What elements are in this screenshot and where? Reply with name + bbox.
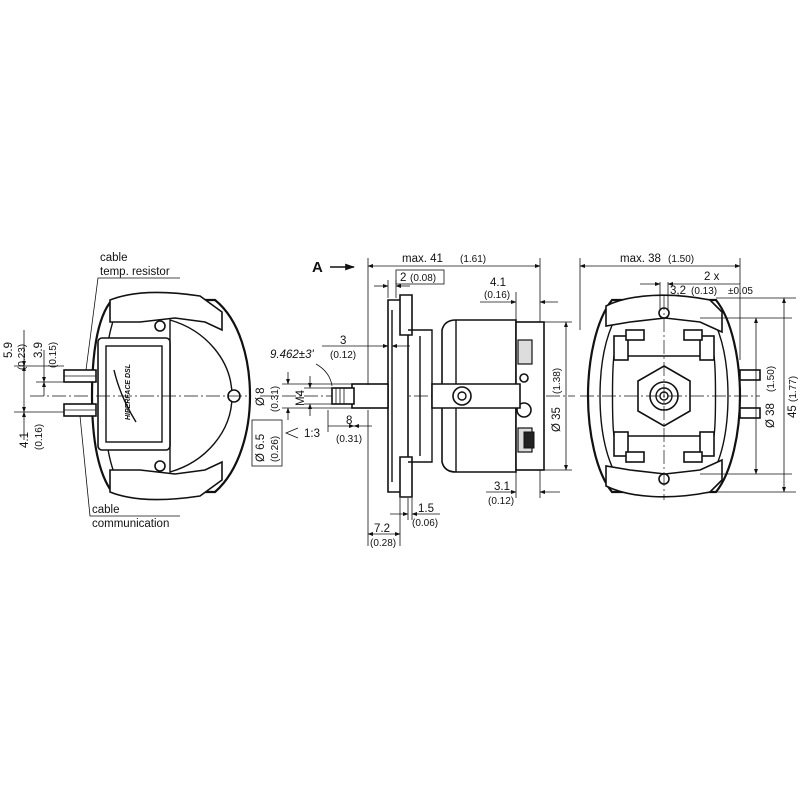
- dim-3-inch: (0.12): [330, 350, 356, 361]
- dim-2: 2: [400, 272, 406, 284]
- dim-dia-6-5-inch: (0.26): [270, 436, 281, 462]
- dim-max-38: max. 38: [620, 253, 661, 265]
- dim-max-41-inch: (1.61): [460, 254, 486, 265]
- rear-view: max. 38 (1.50) 2 x 3,2 (0.13) ±0.05 Ø 38…: [579, 253, 799, 500]
- label-temp-resistor: temp. resistor: [100, 266, 170, 278]
- dim-dia-8: Ø 8: [255, 387, 267, 406]
- dim-3-9: 3.9: [33, 342, 45, 358]
- label-cable-bottom: cable: [92, 504, 120, 516]
- side-view-left: HIPERFACE DSL cable temp. resistor cable…: [3, 252, 252, 530]
- dim-angle: 9.462±3': [270, 349, 314, 361]
- dim-7-2-inch: (0.28): [370, 538, 396, 549]
- dim-dia-35: Ø 35: [551, 407, 563, 432]
- dim-taper: 1:3: [304, 428, 320, 440]
- dim-dia-38-inch: (1.50): [766, 366, 777, 392]
- dim-8-inch: (0.31): [336, 434, 362, 445]
- dim-m4: M4: [295, 389, 307, 406]
- dim-1-5: 1.5: [418, 503, 434, 515]
- front-view: A max. 41 (1.61): [251, 253, 575, 549]
- label-cable-top: cable: [100, 252, 128, 264]
- dim-3: 3: [340, 335, 346, 347]
- dim-4-1: 4.1: [19, 432, 31, 448]
- dim-dia-35-inch: (1.38): [552, 368, 563, 394]
- dim-2x: 2 x: [704, 271, 720, 283]
- dim-dia-6-5: Ø 6.5: [255, 434, 267, 462]
- dim-45-inch: (1.77): [788, 376, 799, 402]
- view-marker-a: A: [312, 259, 323, 276]
- dim-5-9-inch: (0.23): [17, 344, 28, 370]
- dim-2-inch: (0.08): [410, 273, 436, 284]
- dim-4-1-inch: (0.16): [484, 290, 510, 301]
- dim-dia-38: Ø 38: [765, 403, 777, 428]
- dim-max-41: max. 41: [402, 253, 443, 265]
- dim-8: 8: [346, 415, 352, 427]
- dim-5-9: 5.9: [3, 342, 15, 358]
- hiperface-logo: HIPERFACE DSL: [113, 364, 137, 423]
- dim-3-9-inch: (0.15): [48, 342, 59, 368]
- dim-tolerance: ±0.05: [728, 286, 753, 297]
- dim-4-1-inch: (0.16): [34, 424, 45, 450]
- dim-3-1: 3.1: [494, 481, 510, 493]
- dim-45: 45: [787, 405, 799, 418]
- logo-text: HIPERFACE DSL: [125, 364, 132, 420]
- dim-3-1-inch: (0.12): [488, 496, 514, 507]
- dim-1-5-inch: (0.06): [412, 518, 438, 529]
- label-communication: communication: [92, 518, 169, 530]
- dim-3-2: 3,2: [670, 285, 686, 297]
- dim-3-2-inch: (0.13): [691, 286, 717, 297]
- dim-7-2: 7.2: [374, 523, 390, 535]
- dim-dia-8-inch: (0.31): [270, 386, 281, 412]
- dim-max-38-inch: (1.50): [668, 254, 694, 265]
- dim-4-1: 4.1: [490, 277, 506, 289]
